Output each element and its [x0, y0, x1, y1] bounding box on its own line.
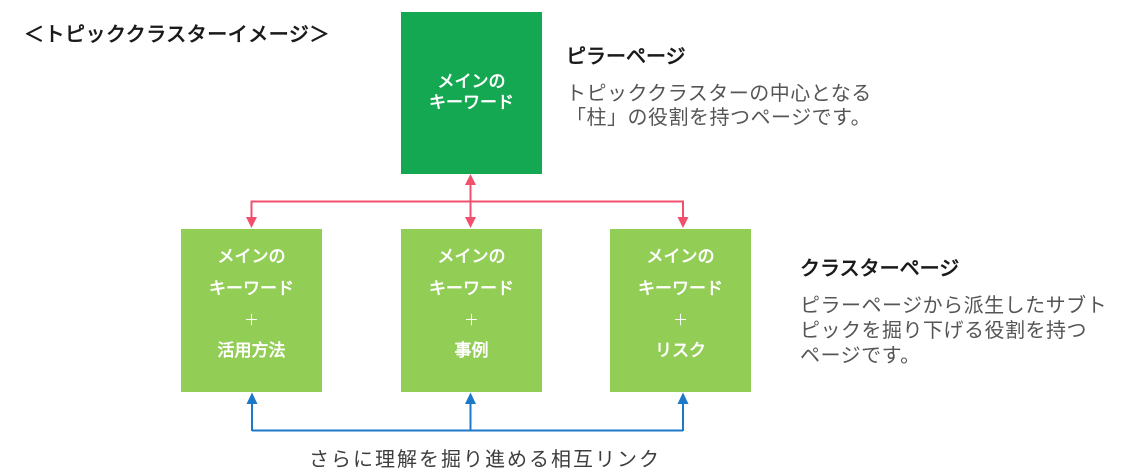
blue-up-arrowhead-center [465, 392, 476, 404]
diagram-title: ＜トピッククラスターイメージ＞ [24, 22, 330, 46]
cluster-box-topic: 事例 [454, 340, 489, 361]
cluster-box-case: メインの キーワード ＋ 事例 [401, 229, 542, 392]
pillar-page-note: ピラーページ トピッククラスターの中心となる 「柱」の役割を持つページです。 [566, 40, 872, 129]
cluster-note-heading: クラスターページ [800, 256, 960, 280]
plus-sign: ＋ [672, 310, 688, 329]
pillar-to-cluster-arrows [246, 174, 689, 228]
cluster-box-line: メインの [646, 246, 715, 267]
cluster-box-usage: メインの キーワード ＋ 活用方法 [181, 229, 322, 392]
pillar-box-line-1: メインの [437, 72, 506, 92]
mutual-link-caption: さらに理解を掘り進める相互リンク [309, 447, 661, 471]
pillar-box-line-2: キーワード [429, 93, 514, 113]
cluster-note-line-1: ピラーページから派生したサブト [800, 293, 1108, 317]
cluster-box-line: メインの [217, 246, 286, 267]
cluster-box-line: メインの [437, 246, 506, 267]
cluster-box-line: キーワード [638, 278, 723, 299]
pillar-note-line-1: トピッククラスターの中心となる [566, 81, 872, 105]
cluster-box-line: キーワード [429, 278, 514, 299]
pink-up-arrowhead [465, 174, 476, 185]
cluster-box-risk: メインの キーワード ＋ リスク [610, 229, 751, 392]
cluster-box-line: キーワード [209, 278, 294, 299]
mutual-link-arrows [246, 392, 689, 432]
cluster-note-line-3: ページです。 [800, 343, 921, 367]
pillar-note-body: トピッククラスターの中心となる 「柱」の役割を持つページです。 [566, 81, 872, 129]
pink-down-arrowhead-right [677, 217, 689, 228]
pillar-note-heading: ピラーページ [566, 44, 686, 68]
cluster-page-note: クラスターページ ピラーページから派生したサブト ピックを掘り下げる役割を持つ … [800, 252, 1107, 368]
plus-sign: ＋ [463, 310, 479, 329]
pillar-keyword-box: メインの キーワード [401, 12, 542, 174]
cluster-note-line-2: ピックを掘り下げる役割を持つ [800, 318, 1087, 342]
pink-down-arrowhead-center [465, 217, 476, 228]
cluster-note-body: ピラーページから派生したサブト ピックを掘り下げる役割を持つ ページです。 [800, 293, 1107, 368]
cluster-box-topic: 活用方法 [217, 340, 286, 361]
cluster-box-topic: リスク [655, 340, 706, 361]
pillar-note-line-2: 「柱」の役割を持つページです。 [566, 105, 872, 129]
pink-down-arrowhead-left [246, 217, 257, 228]
blue-up-arrowhead-right [677, 392, 689, 404]
plus-sign: ＋ [243, 310, 259, 329]
blue-up-arrowhead-left [246, 392, 258, 404]
